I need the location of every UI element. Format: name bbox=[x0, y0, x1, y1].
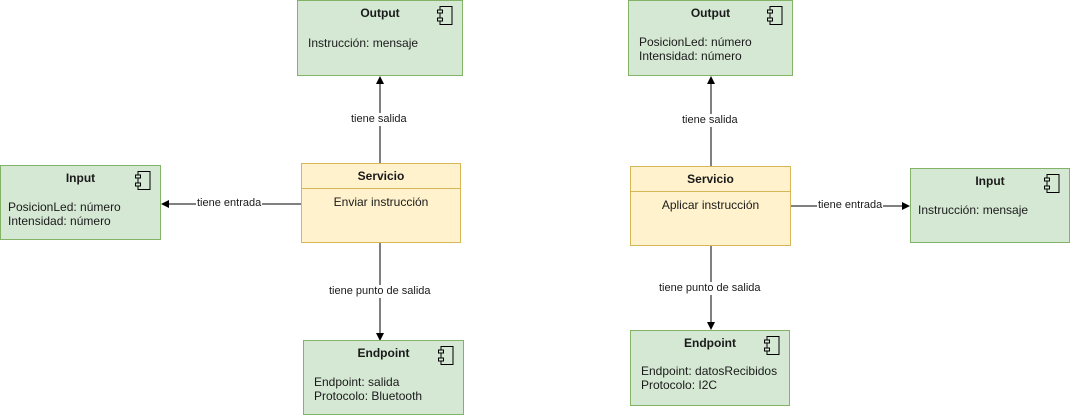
uml-component-icon bbox=[135, 171, 151, 190]
edge-label-right-input: tiene entrada bbox=[817, 199, 884, 212]
component-title: Input bbox=[65, 171, 96, 185]
right-output-component[interactable]: Output PosicionLed: número Intensidad: n… bbox=[628, 0, 793, 76]
left-output-component[interactable]: Output Instrucción: mensaje bbox=[297, 0, 463, 76]
component-title: Input bbox=[975, 174, 1005, 188]
component-attributes: PosicionLed: número Intensidad: número bbox=[8, 200, 121, 228]
uml-component-icon bbox=[767, 6, 783, 25]
edge-label-right-output: tiene salida bbox=[681, 114, 739, 127]
component-attributes: Endpoint: salida Protocolo: Bluetooth bbox=[314, 375, 423, 403]
left-endpoint-component[interactable]: Endpoint Endpoint: salida Protocolo: Blu… bbox=[303, 340, 464, 415]
uml-component-icon bbox=[1044, 174, 1060, 193]
class-divider bbox=[302, 188, 460, 189]
class-title: Servicio bbox=[357, 169, 405, 183]
edge-label-right-endpoint: tiene punto de salida bbox=[658, 282, 762, 295]
edge-label-left-endpoint: tiene punto de salida bbox=[328, 285, 432, 298]
class-title: Servicio bbox=[687, 172, 734, 186]
component-title: Endpoint bbox=[357, 346, 410, 360]
right-endpoint-component[interactable]: Endpoint Endpoint: datosRecibidos Protoc… bbox=[630, 330, 790, 406]
class-divider bbox=[631, 191, 790, 192]
component-attributes: PosicionLed: número Intensidad: número bbox=[639, 35, 752, 63]
uml-component-icon bbox=[437, 6, 453, 25]
component-title: Output bbox=[360, 6, 400, 20]
edge-label-left-output: tiene salida bbox=[350, 113, 408, 126]
component-attributes: Instrucción: mensaje bbox=[308, 36, 419, 50]
right-service-class[interactable]: Servicio Aplicar instrucción bbox=[630, 166, 791, 246]
edge-label-left-input: tiene entrada bbox=[196, 197, 263, 210]
uml-component-icon bbox=[438, 346, 454, 365]
component-attributes: Instrucción: mensaje bbox=[918, 203, 1029, 217]
right-input-component[interactable]: Input Instrucción: mensaje bbox=[910, 168, 1070, 243]
class-operation: Aplicar instrucción bbox=[661, 198, 760, 212]
class-operation: Enviar instrucción bbox=[333, 195, 429, 209]
component-attributes: Endpoint: datosRecibidos Protocolo: I2C bbox=[641, 364, 778, 392]
left-service-class[interactable]: Servicio Enviar instrucción bbox=[301, 163, 461, 243]
component-title: Output bbox=[690, 6, 731, 20]
component-title: Endpoint bbox=[684, 336, 736, 350]
left-input-component[interactable]: Input PosicionLed: número Intensidad: nú… bbox=[0, 165, 161, 240]
uml-component-icon bbox=[764, 336, 780, 355]
